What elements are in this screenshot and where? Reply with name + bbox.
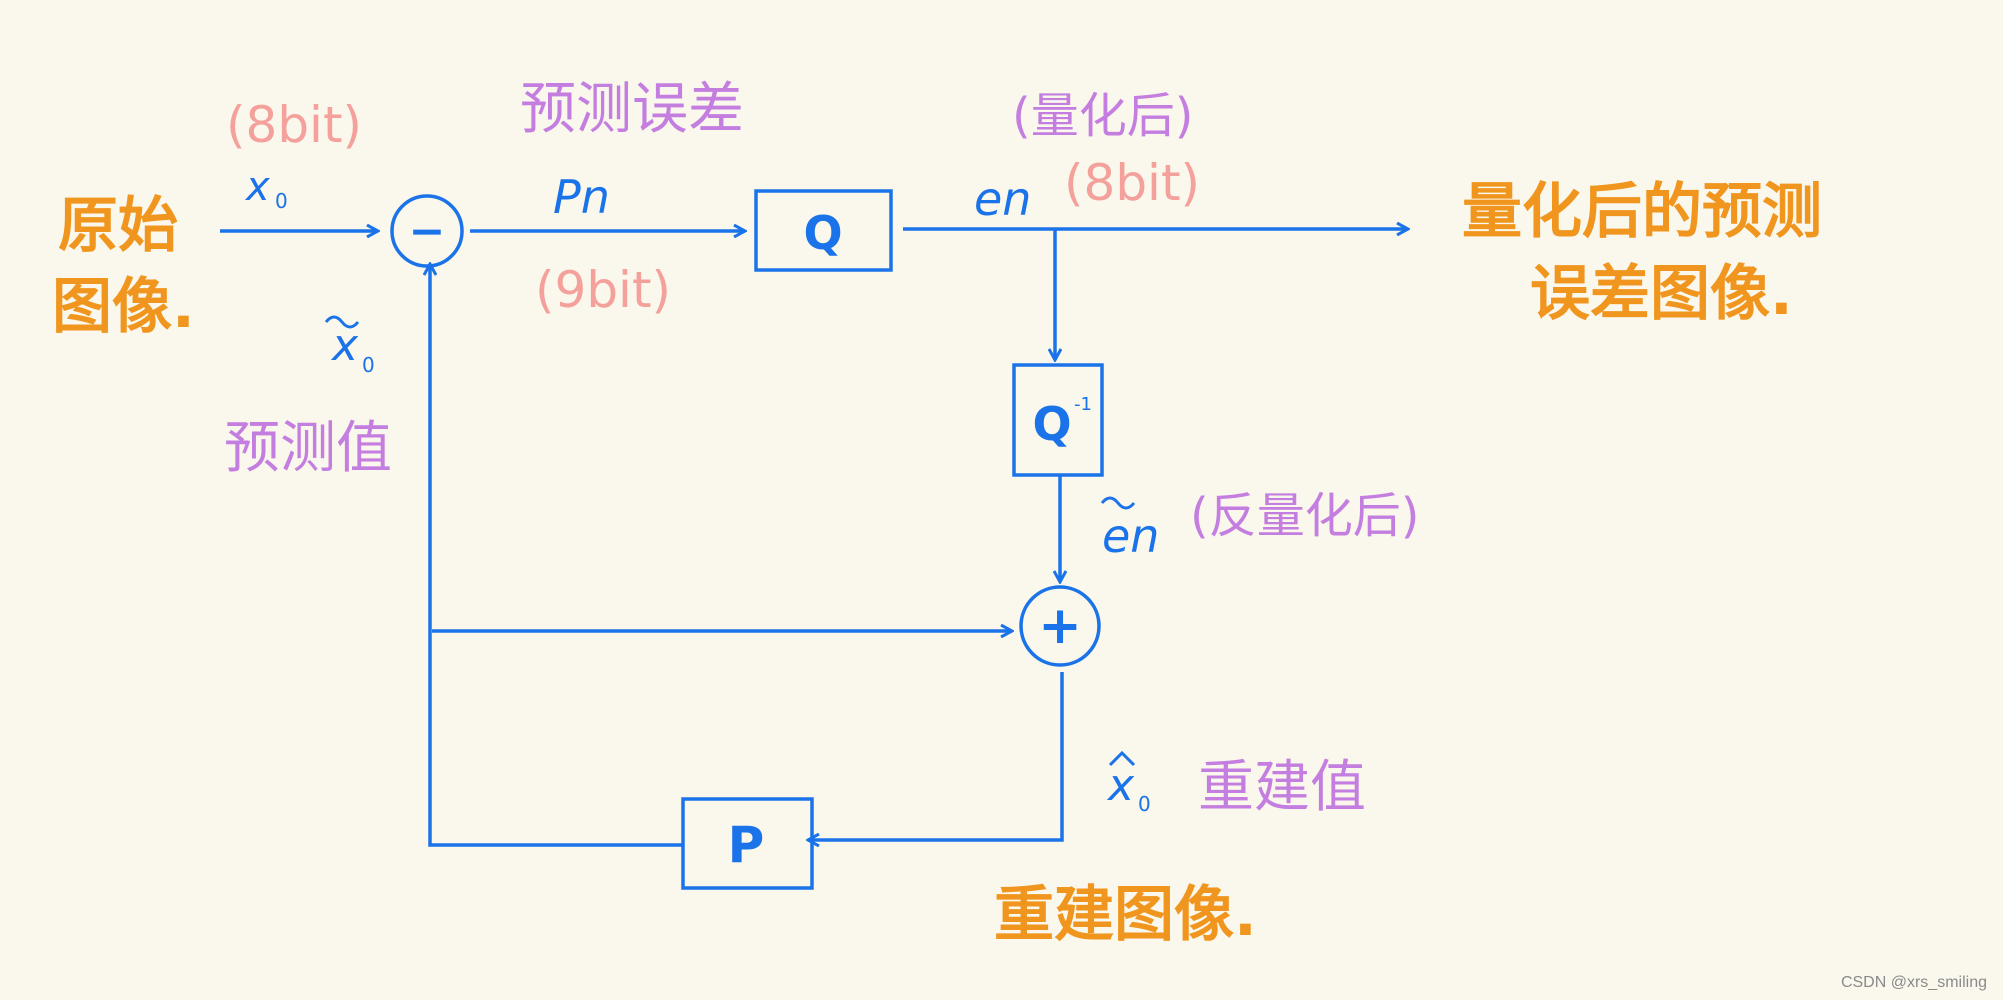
- x0-reconstructed-hat: [1108, 750, 1136, 767]
- bits-input-label: (8bit): [226, 96, 362, 154]
- pn-symbol: Pn: [553, 170, 610, 224]
- x0-subscript: 0: [275, 189, 288, 213]
- add-node: +: [1019, 585, 1101, 667]
- feedback-arrow: [430, 264, 682, 847]
- watermark: CSDN @xrs_smiling: [1840, 974, 1987, 991]
- predictor-label: P: [728, 816, 765, 874]
- reconstructed-image-label: 重建图像.: [994, 880, 1257, 950]
- en-symbol: en: [974, 172, 1031, 226]
- x0-hat-symbol: x: [330, 320, 359, 371]
- subtract-node: −: [390, 194, 464, 268]
- subtract-symbol: −: [409, 206, 446, 257]
- after-inv-quant-label: (反量化后): [1190, 488, 1419, 544]
- predictor-box: P: [681, 797, 814, 890]
- original-image-label-line1: 原始: [58, 191, 178, 261]
- en-tilde-mark: [1100, 496, 1136, 510]
- reconstruction-to-predictor-arrow: [808, 672, 1064, 840]
- inverse-quantizer-label: Q: [1032, 397, 1071, 451]
- prediction-error-label: 预测误差: [520, 77, 744, 142]
- quantizer-box: Q: [754, 189, 893, 272]
- quantizer-label: Q: [803, 206, 842, 260]
- after-quant-label: (量化后): [1012, 88, 1193, 144]
- output-label-line1: 量化后的预测: [1462, 177, 1822, 247]
- output-label-line2: 误差图像.: [1530, 259, 1793, 329]
- x0-hat-tilde: [324, 315, 360, 329]
- add-symbol: +: [1038, 596, 1082, 656]
- predicted-value-label: 预测值: [224, 416, 392, 481]
- x0-hat-subscript: 0: [362, 353, 375, 377]
- inverse-quantizer-box: Q -1: [1012, 363, 1104, 477]
- en-tilde-symbol: en: [1102, 509, 1159, 563]
- inverse-quantizer-sup: -1: [1074, 394, 1092, 415]
- bits-pn-label: (9bit): [535, 261, 671, 319]
- reconstructed-value-label: 重建值: [1198, 755, 1366, 820]
- x0-reconstructed-symbol: x: [1106, 760, 1135, 811]
- x0-reconstructed-subscript: 0: [1138, 792, 1151, 816]
- bits-en-label: (8bit): [1064, 154, 1200, 212]
- original-image-label-line2: 图像.: [52, 272, 195, 342]
- x0-symbol: x: [244, 164, 270, 210]
